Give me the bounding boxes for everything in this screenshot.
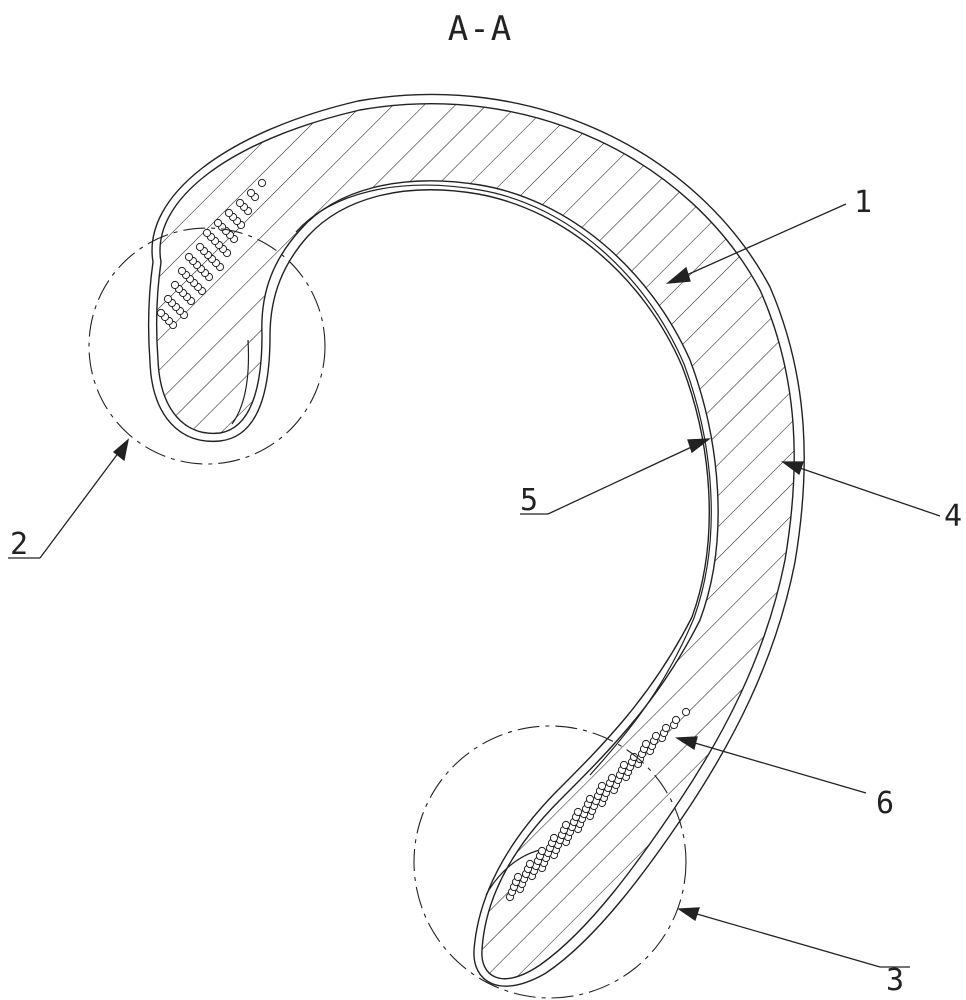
hole: [537, 846, 547, 856]
hole: [619, 760, 629, 770]
lower-tip-slit: [485, 849, 541, 896]
hole: [573, 807, 583, 817]
hole: [163, 294, 173, 304]
upper-tip-slit: [231, 339, 250, 425]
callout-4: 4: [944, 499, 962, 534]
hole: [184, 252, 194, 262]
outer-shell-line: [147, 93, 805, 987]
lower-hole-pattern: [505, 707, 691, 902]
callout-1: 1: [854, 185, 872, 220]
hole: [525, 859, 535, 869]
hole: [170, 280, 180, 290]
detail-circle-lower: [413, 725, 687, 999]
hole: [597, 781, 607, 791]
hole: [641, 739, 651, 749]
hole: [195, 242, 205, 252]
hole: [202, 228, 212, 238]
hole: [177, 266, 187, 276]
callout-5: 5: [520, 483, 538, 518]
hole: [661, 723, 671, 733]
hole: [549, 833, 559, 843]
hole: [156, 308, 166, 318]
leader-lines: [8, 203, 941, 968]
hole: [561, 820, 571, 830]
section-title: A-A: [448, 9, 512, 49]
hole: [585, 794, 595, 804]
inner-liner-line: [295, 184, 712, 776]
callout-6: 6: [876, 786, 894, 821]
hole: [235, 198, 245, 208]
hole: [607, 773, 617, 783]
hole: [671, 715, 681, 725]
hole: [224, 208, 234, 218]
hole: [257, 178, 267, 188]
hole: [629, 752, 639, 762]
detail-circle-upper: [88, 227, 326, 465]
core-outline: [155, 103, 795, 980]
callout-2: 2: [10, 527, 28, 562]
hole: [513, 872, 523, 882]
upper-hole-pattern: [156, 178, 267, 330]
hole: [213, 218, 223, 228]
hole: [246, 188, 256, 198]
hole: [651, 731, 661, 741]
hole: [681, 707, 691, 717]
callout-3: 3: [886, 963, 904, 998]
